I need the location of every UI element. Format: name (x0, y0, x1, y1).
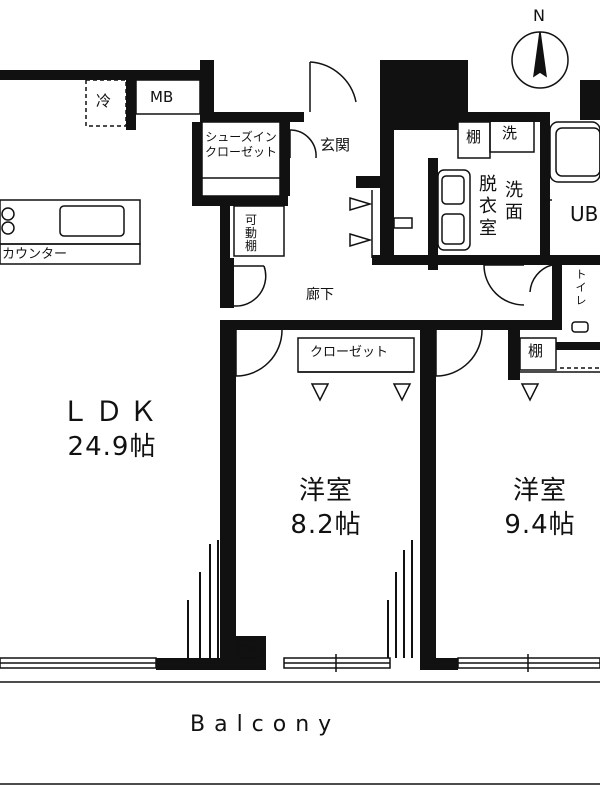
bath-label: UB (570, 202, 599, 226)
balcony-windows (0, 654, 600, 672)
shelf2-label: 棚 (528, 342, 544, 360)
bedroom2-area: 9.4帖 (504, 510, 576, 540)
fridge-label: 冷 (96, 92, 112, 110)
ldk-area: 24.9帖 (67, 432, 157, 462)
closet-label: クローゼット (310, 345, 389, 360)
fixtures (0, 79, 600, 659)
movable-shelf-label: 可動棚 (244, 213, 257, 253)
shoe-closet-label: シューズインクローゼット (204, 130, 277, 159)
compass (511, 31, 569, 89)
walls (0, 60, 600, 670)
kitchen-counter-label: カウンター (2, 247, 68, 262)
hallway-label: 廊下 (306, 287, 334, 303)
entrance-label: 玄関 (320, 136, 351, 154)
bedroom1-name: 洋室 (298, 476, 353, 506)
balcony-area (0, 681, 600, 785)
bedroom1-area: 8.2帖 (290, 510, 362, 540)
door-swings (233, 61, 553, 377)
washer-label: 洗 (502, 124, 518, 142)
window-hatching (187, 540, 413, 658)
dressing-label: 脱衣室 (479, 174, 497, 239)
ldk-name: ＬＤＫ (60, 395, 163, 428)
bedroom2-name: 洋室 (512, 476, 567, 506)
compass-north-label: N (533, 6, 545, 25)
balcony-label: Balcony (190, 712, 341, 737)
toilet-label: トイレ (575, 268, 587, 307)
meter-box-label: MB (150, 88, 174, 106)
washroom-label: 洗面 (505, 180, 523, 223)
shelf-label: 棚 (466, 128, 482, 146)
